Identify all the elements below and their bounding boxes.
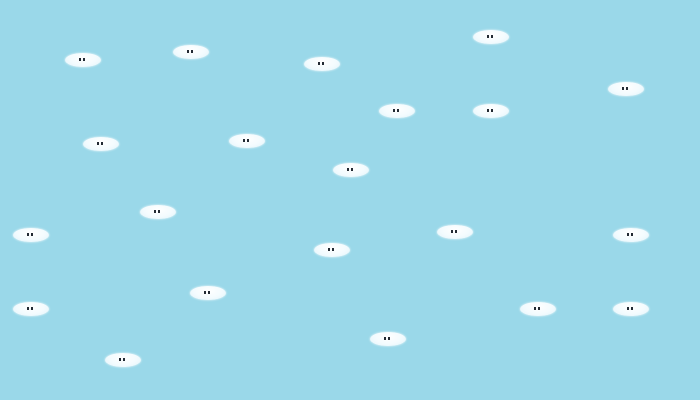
- eye-icon: [204, 291, 206, 294]
- cloud-creature: [304, 57, 340, 71]
- eye-icon: [397, 109, 399, 112]
- eye-icon: [627, 307, 629, 310]
- eye-icon: [388, 337, 390, 340]
- cloud-creature: [608, 82, 644, 96]
- eye-icon: [491, 35, 493, 38]
- cloud-creature: [613, 228, 649, 242]
- cloud-creature: [520, 302, 556, 316]
- cloud-creature: [13, 228, 49, 242]
- cloud-creature: [83, 137, 119, 151]
- eye-icon: [384, 337, 386, 340]
- eye-icon: [119, 358, 121, 361]
- cloud-creature: [333, 163, 369, 177]
- eye-icon: [243, 139, 245, 142]
- eye-icon: [451, 230, 453, 233]
- eye-icon: [487, 109, 489, 112]
- eye-icon: [123, 358, 125, 361]
- cloud-creature: [473, 30, 509, 44]
- cloud-creature: [370, 332, 406, 346]
- eye-icon: [158, 210, 160, 213]
- eye-icon: [27, 307, 29, 310]
- eye-icon: [318, 62, 320, 65]
- eye-icon: [627, 233, 629, 236]
- cloud-creature: [190, 286, 226, 300]
- eye-icon: [455, 230, 457, 233]
- eye-icon: [31, 307, 33, 310]
- eye-icon: [191, 50, 193, 53]
- eye-icon: [626, 87, 628, 90]
- cloud-creature: [65, 53, 101, 67]
- eye-icon: [322, 62, 324, 65]
- eye-icon: [351, 168, 353, 171]
- eye-icon: [79, 58, 81, 61]
- eye-icon: [208, 291, 210, 294]
- cloud-creature: [173, 45, 209, 59]
- eye-icon: [27, 233, 29, 236]
- cloud-creature: [437, 225, 473, 239]
- eye-icon: [332, 248, 334, 251]
- eye-icon: [154, 210, 156, 213]
- eye-icon: [491, 109, 493, 112]
- eye-icon: [31, 233, 33, 236]
- eye-icon: [534, 307, 536, 310]
- cloud-creature: [473, 104, 509, 118]
- eye-icon: [187, 50, 189, 53]
- eye-icon: [328, 248, 330, 251]
- eye-icon: [347, 168, 349, 171]
- eye-icon: [101, 142, 103, 145]
- eye-icon: [97, 142, 99, 145]
- cloud-creature: [229, 134, 265, 148]
- eye-icon: [538, 307, 540, 310]
- eye-icon: [631, 307, 633, 310]
- eye-icon: [83, 58, 85, 61]
- cloud-creature: [13, 302, 49, 316]
- cloud-creature: [379, 104, 415, 118]
- cloud-creature: [140, 205, 176, 219]
- eye-icon: [631, 233, 633, 236]
- cloud-creature: [314, 243, 350, 257]
- eye-icon: [247, 139, 249, 142]
- eye-icon: [622, 87, 624, 90]
- eye-icon: [393, 109, 395, 112]
- cloud-creature: [613, 302, 649, 316]
- cloud-creature: [105, 353, 141, 367]
- eye-icon: [487, 35, 489, 38]
